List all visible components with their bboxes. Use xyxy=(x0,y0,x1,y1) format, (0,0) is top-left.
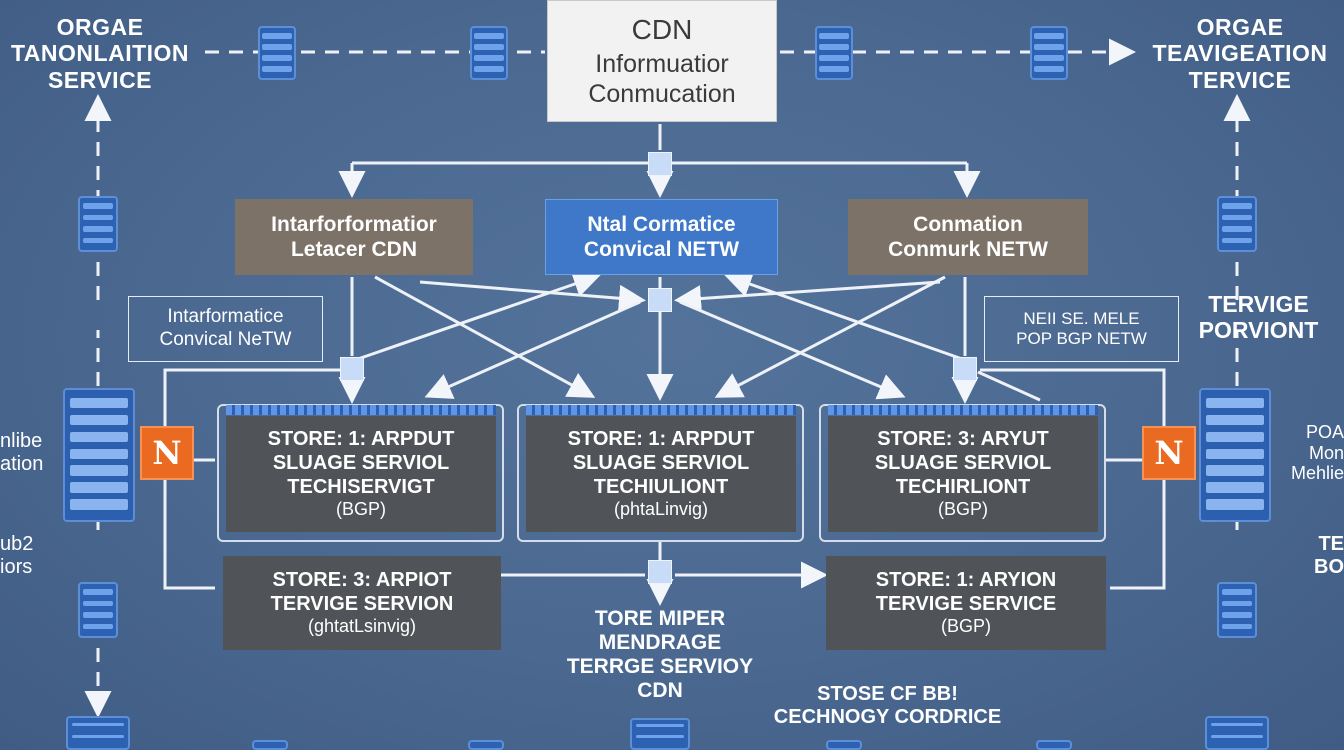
server-rack-icon xyxy=(1199,388,1271,522)
server-icon xyxy=(1205,716,1269,750)
cdn-information-box: CDN Informuatior Conmucation xyxy=(547,0,777,122)
nginx-badge-icon: N xyxy=(1142,426,1196,480)
server-icon xyxy=(1217,196,1257,252)
server-icon xyxy=(470,26,508,80)
server-icon xyxy=(66,716,130,750)
server-icon xyxy=(630,718,690,750)
junction-node-icon xyxy=(648,288,672,312)
junction-node-icon xyxy=(953,357,977,381)
nginx-badge-icon: N xyxy=(140,426,194,480)
server-icon xyxy=(252,740,288,750)
server-icon xyxy=(78,196,118,252)
bottom-technology-label: STOSE CF BB!CECHNOGY CORDRICE xyxy=(773,683,1002,728)
stripe-bar xyxy=(526,405,796,415)
junction-node-icon xyxy=(648,560,672,584)
server-icon xyxy=(815,26,853,80)
server-rack-icon xyxy=(63,388,135,522)
server-icon xyxy=(1030,26,1068,80)
stripe-bar xyxy=(226,405,496,415)
stripe-bar xyxy=(828,405,1098,415)
server-icon xyxy=(1217,582,1257,638)
server-icon xyxy=(258,26,296,80)
server-icon xyxy=(1036,740,1072,750)
server-icon xyxy=(826,740,862,750)
server-icon xyxy=(468,740,504,750)
server-icon xyxy=(78,582,118,638)
junction-node-icon xyxy=(648,152,672,176)
junction-node-icon xyxy=(340,357,364,381)
